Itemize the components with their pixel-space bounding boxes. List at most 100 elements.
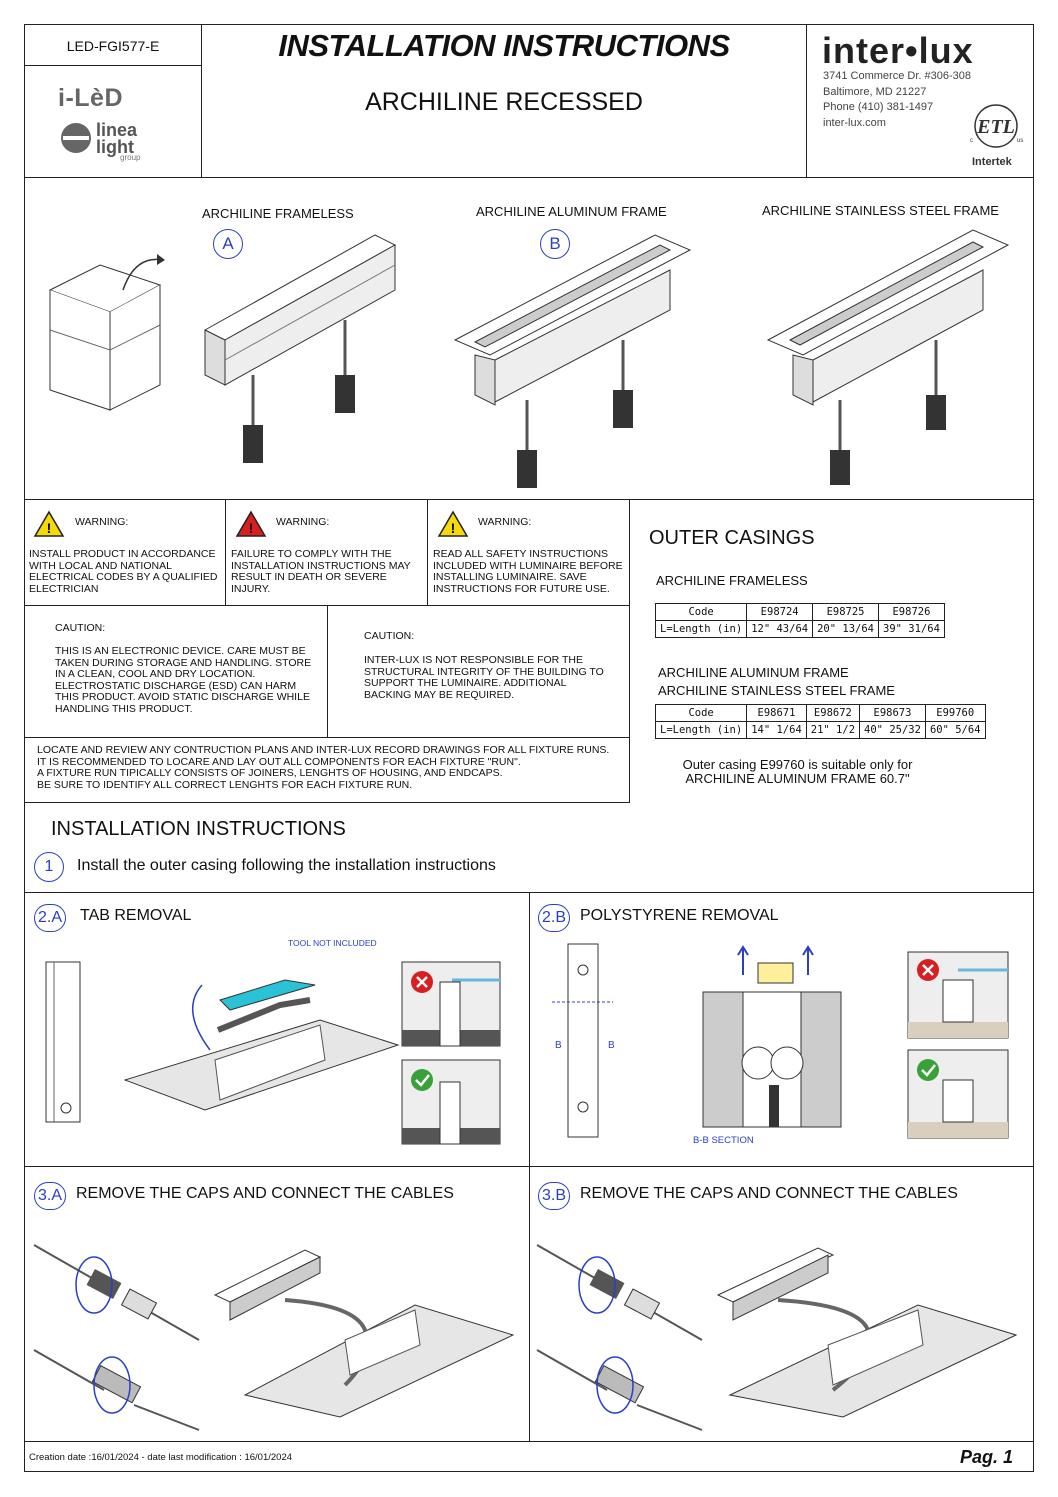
header-divider	[24, 177, 1034, 178]
footer-dates: Creation date :16/01/2024 - date last mo…	[29, 1452, 293, 1463]
warning-heading-3: WARNING:	[478, 516, 532, 528]
intertek-label: Intertek	[972, 156, 1012, 168]
rotation-arrow-icon	[578, 1256, 616, 1314]
linea-circle-icon	[61, 123, 91, 153]
check-icon	[411, 1069, 433, 1091]
caution-text-1: THIS IS AN ELECTRONIC DEVICE. CARE MUST …	[55, 645, 312, 715]
section-divider	[427, 499, 428, 605]
product-label-aluminum: ARCHILINE ALUMINUM FRAME	[476, 204, 667, 219]
arrow-icon	[157, 254, 165, 265]
marker-b: B	[540, 229, 570, 259]
cable-connection-illustration	[213, 1249, 515, 1418]
page-subtitle: ARCHILINE RECESSED	[365, 88, 643, 116]
product-label-frameless: ARCHILINE FRAMELESS	[202, 206, 354, 221]
section-divider	[225, 499, 226, 605]
step-1-text: Install the outer casing following the i…	[77, 857, 496, 874]
iled-logo: i-LèD	[58, 84, 123, 112]
doc-code: LED-FGI577-E	[66, 38, 160, 54]
wrong-example-illustration	[401, 961, 501, 1047]
svg-text:!: !	[47, 520, 52, 536]
table-row: Code E98671 E98672 E98673 E99760	[654, 704, 986, 722]
step-3a-badge: 3.A	[34, 1182, 66, 1210]
casing-table-framed: Code E98671 E98672 E98673 E99760 L=Lengt…	[654, 704, 986, 739]
warning-triangle-icon: !	[437, 510, 469, 537]
warning-text-2: FAILURE TO COMPLY WITH THE INSTALLATION …	[231, 548, 411, 595]
marker-a: A	[213, 229, 243, 259]
correct-example-illustration	[401, 1059, 501, 1145]
section-marker-right: B	[608, 1040, 615, 1051]
tool-note: TOOL NOT INCLUDED	[288, 938, 377, 948]
company-address: 3741 Commerce Dr. #306-308 Baltimore, MD…	[823, 70, 971, 129]
step-1-badge: 1	[34, 852, 64, 882]
casing-table-frameless: Code E98724 E98725 E98726 L=Length (in) …	[654, 603, 945, 638]
section-divider	[24, 1166, 1034, 1167]
tab-removal-illustration	[123, 979, 400, 1111]
caution-heading-2: CAUTION:	[364, 630, 415, 642]
wrong-poly-illustration	[907, 951, 1009, 1039]
rotation-arrow-icon	[75, 1256, 113, 1314]
check-icon	[917, 1059, 939, 1081]
instructions-title: INSTALLATION INSTRUCTIONS	[51, 818, 346, 840]
connector-detail-illustration-b	[536, 1244, 703, 1431]
step-3a-title: REMOVE THE CAPS AND CONNECT THE CABLES	[76, 1185, 454, 1202]
svg-text:!: !	[249, 520, 254, 536]
outer-casings-title: OUTER CASINGS	[649, 527, 815, 549]
svg-text:ETL: ETL	[976, 116, 1015, 138]
correct-poly-illustration	[907, 1049, 1009, 1139]
step-2a-badge: 2.A	[34, 904, 66, 932]
page-number: Pag. 1	[960, 1447, 1014, 1467]
section-divider	[24, 1441, 1034, 1442]
svg-text:c: c	[970, 138, 973, 144]
fixture-stainless-illustration	[766, 229, 1010, 485]
outer-casings-stainless-title: ARCHILINE STAINLESS STEEL FRAME	[658, 683, 895, 698]
step-3b-title: REMOVE THE CAPS AND CONNECT THE CABLES	[580, 1185, 958, 1202]
tab-profile-illustration	[45, 961, 81, 1123]
warning-text-1: INSTALL PRODUCT IN ACCORDANCE WITH LOCAL…	[29, 548, 218, 595]
connector-detail-illustration	[33, 1244, 200, 1431]
section-divider	[327, 605, 328, 737]
svg-text:!: !	[451, 520, 456, 536]
header-divider	[806, 24, 807, 178]
page-title: INSTALLATION INSTRUCTIONS	[278, 28, 730, 63]
polystyrene-profile-illustration	[552, 943, 613, 1138]
cable-connection-illustration-b	[716, 1247, 1018, 1418]
etl-listed-icon: ETL c us	[970, 104, 1023, 148]
arrow-up-icon	[737, 945, 749, 975]
page-frame	[24, 24, 1034, 1472]
box-illustration	[48, 254, 165, 411]
step-2b-title: POLYSTYRENE REMOVAL	[580, 907, 779, 924]
fixture-frameless-illustration	[203, 234, 397, 463]
header-divider	[201, 24, 202, 178]
outer-casings-frameless-title: ARCHILINE FRAMELESS	[656, 573, 808, 588]
section-marker-left: B	[555, 1040, 562, 1051]
step-2b-badge: 2.B	[538, 904, 570, 932]
product-label-stainless: ARCHILINE STAINLESS STEEL FRAME	[762, 203, 999, 218]
svg-text:us: us	[1017, 138, 1023, 144]
step-3b-badge: 3.B	[538, 1182, 570, 1210]
table-row: L=Length (in) 14" 1/64 21" 1/2 40" 25/32…	[654, 721, 986, 739]
caution-heading-1: CAUTION:	[55, 622, 106, 634]
warning-triangle-icon: !	[235, 510, 267, 537]
step-2a-title: TAB REMOVAL	[80, 907, 192, 924]
warning-text-3: READ ALL SAFETY INSTRUCTIONS INCLUDED WI…	[433, 548, 623, 595]
table-row: Code E98724 E98725 E98726	[654, 603, 945, 621]
section-divider	[24, 499, 1034, 500]
fixture-aluminum-illustration	[453, 234, 692, 488]
section-divider	[24, 802, 630, 803]
warning-heading-1: WARNING:	[75, 516, 129, 528]
warning-heading-2: WARNING:	[276, 516, 330, 528]
section-divider	[629, 499, 630, 803]
warning-triangle-icon: !	[33, 510, 65, 537]
table-row: L=Length (in) 12" 43/64 20" 13/64 39" 31…	[654, 620, 945, 638]
rotation-arrow-icon	[93, 1356, 131, 1414]
interlux-logo: inter•lux	[822, 30, 974, 71]
outer-casing-note: Outer casing E99760 is suitable only for…	[682, 757, 913, 786]
locate-note: LOCATE AND REVIEW ANY CONTRUCTION PLANS …	[37, 744, 610, 791]
caution-text-2: INTER-LUX IS NOT RESPONSIBLE FOR THE STR…	[364, 654, 604, 701]
section-divider	[24, 737, 630, 738]
outer-casings-aluminum-title: ARCHILINE ALUMINUM FRAME	[658, 665, 849, 680]
rotation-arrow-icon	[596, 1356, 634, 1414]
arrow-up-icon	[802, 945, 814, 975]
section-caption: B-B SECTION	[693, 1135, 754, 1146]
bb-section-illustration	[702, 945, 842, 1128]
